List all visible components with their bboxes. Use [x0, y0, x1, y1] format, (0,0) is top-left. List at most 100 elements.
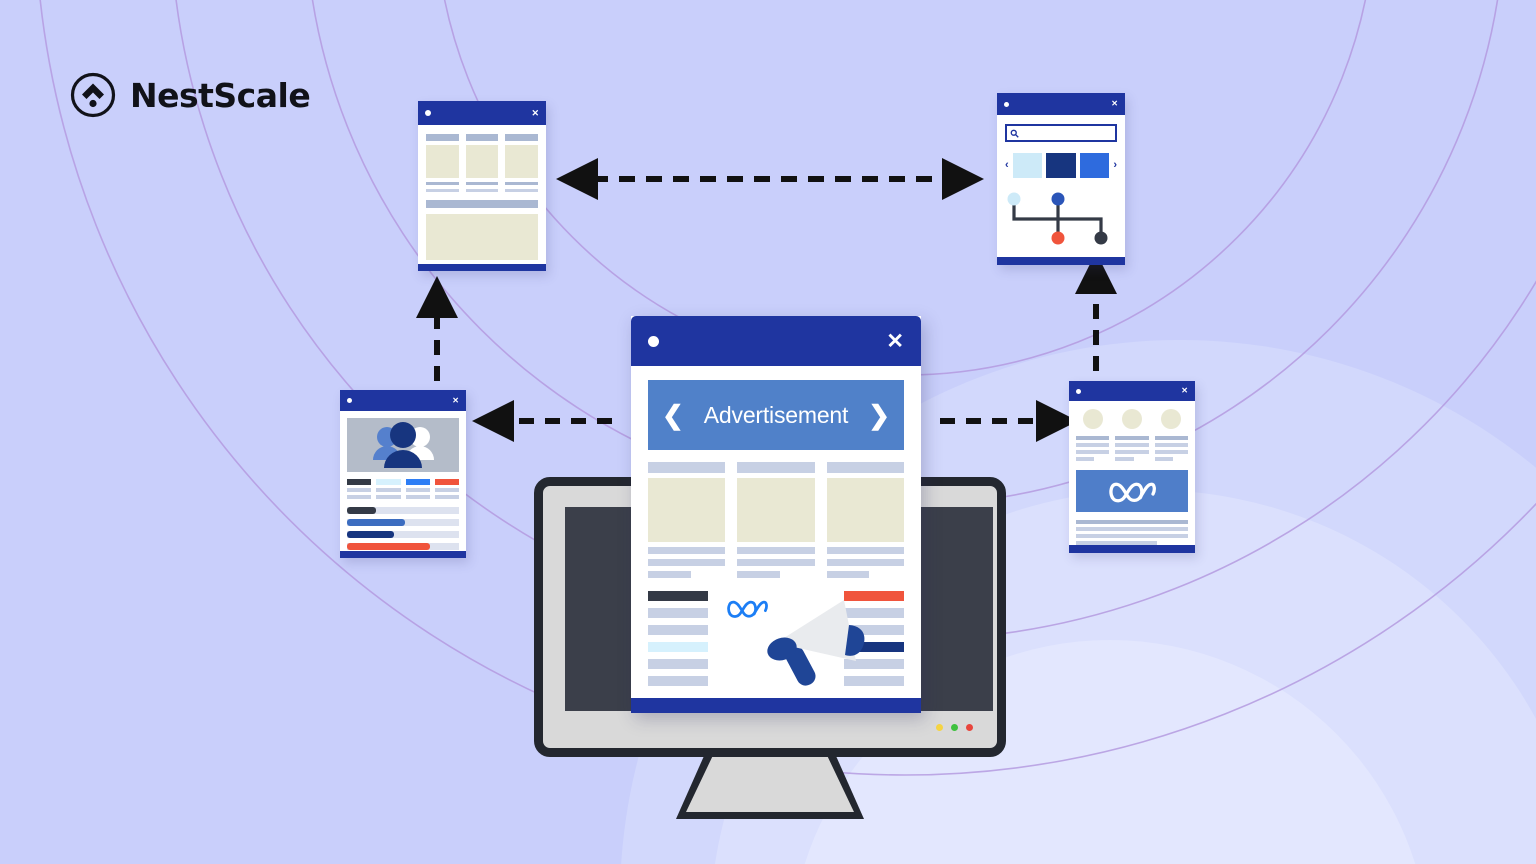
- meta-ad-card[interactable]: ✕: [1069, 381, 1195, 553]
- advertisement-preview-window[interactable]: ✕ ❮ Advertisement ❯: [631, 316, 921, 713]
- card-titlebar: ✕: [997, 93, 1125, 115]
- lower-content-area: [648, 591, 904, 686]
- carousel-tile[interactable]: [1012, 153, 1043, 178]
- skeleton-row: [844, 591, 904, 601]
- nestscale-circle-chevron-icon: [70, 72, 116, 118]
- card-body: ‹ ›: [997, 115, 1125, 257]
- article-grid-card[interactable]: ✕: [418, 101, 546, 271]
- progress-bar-track: [347, 531, 459, 538]
- metric-sub: [347, 495, 372, 499]
- skeleton-hero-image: [426, 214, 538, 260]
- skeleton-line: [505, 182, 539, 185]
- skeleton-line: [737, 547, 815, 554]
- advertisement-banner: ❮ Advertisement ❯: [648, 380, 904, 450]
- meta-infinity-logo-icon: [1109, 482, 1156, 503]
- close-icon[interactable]: ✕: [1181, 386, 1188, 395]
- search-and-flowchart-card[interactable]: ✕ ‹ ›: [997, 93, 1125, 265]
- skeleton-row: [844, 676, 904, 686]
- main-window-footer: [631, 698, 921, 713]
- avatar-column: [1076, 409, 1110, 461]
- metric-chip: [405, 479, 430, 485]
- skeleton-line: [648, 559, 726, 566]
- card-footer: [997, 257, 1125, 265]
- people-group-icon: [347, 418, 459, 472]
- monitor-stand: [686, 752, 854, 812]
- carousel-next-button[interactable]: ›: [1113, 159, 1117, 171]
- progress-bar-list: [347, 507, 459, 550]
- avatar-placeholder: [1082, 409, 1103, 429]
- audience-analytics-card[interactable]: ✕: [340, 390, 466, 558]
- skeleton-row: [844, 659, 904, 669]
- ad-prev-button[interactable]: ❮: [662, 400, 684, 430]
- carousel: ‹ ›: [1005, 153, 1117, 178]
- metric-sub: [434, 488, 459, 492]
- card-titlebar: ✕: [1069, 381, 1195, 401]
- skeleton-line-short: [737, 571, 780, 578]
- skeleton-heading: [465, 134, 499, 141]
- skeleton-heading: [826, 462, 904, 473]
- window-dot-icon: [347, 398, 352, 403]
- skeleton-row: [648, 591, 708, 601]
- metric-sub: [376, 495, 401, 499]
- metric-sub: [405, 495, 430, 499]
- skeleton-line: [1076, 443, 1110, 447]
- flowchart-node: [1094, 231, 1108, 245]
- close-icon[interactable]: ✕: [531, 107, 539, 118]
- carousel-tile[interactable]: [1079, 153, 1110, 178]
- card-body: [340, 411, 466, 551]
- content-column: [648, 462, 726, 578]
- progress-bar-fill: [347, 507, 377, 514]
- carousel-prev-button[interactable]: ‹: [1005, 159, 1009, 171]
- brand-name: NestScale: [130, 75, 311, 115]
- skeleton-line: [1076, 520, 1188, 524]
- close-icon[interactable]: ✕: [886, 329, 904, 353]
- skeleton-line: [1076, 541, 1157, 545]
- carousel-tile[interactable]: [1046, 153, 1076, 178]
- card-body: [418, 125, 546, 264]
- meta-infinity-logo-icon: [726, 595, 768, 626]
- skeleton-row: [648, 642, 708, 652]
- skeleton-line: [1115, 436, 1149, 440]
- metric-chip-item: [376, 479, 401, 499]
- avatar-column-grid: [1076, 409, 1188, 461]
- skeleton-wide-bar: [426, 200, 538, 208]
- skeleton-line: [1115, 443, 1149, 447]
- ad-next-button[interactable]: ❯: [868, 400, 890, 430]
- metric-chip-item: [434, 479, 459, 499]
- window-dot-icon: [1076, 388, 1081, 394]
- metric-chip: [434, 479, 459, 485]
- metric-sub: [347, 488, 372, 492]
- close-icon[interactable]: ✕: [1111, 99, 1118, 108]
- progress-bar-fill: [347, 519, 406, 526]
- flowchart-node: [1051, 231, 1065, 245]
- skeleton-image: [426, 145, 459, 178]
- led-green-icon: [951, 724, 958, 731]
- skeleton-line: [426, 189, 459, 192]
- metric-sub: [405, 488, 430, 492]
- main-window-titlebar: ✕: [631, 316, 921, 366]
- skeleton-row: [648, 676, 708, 686]
- card-footer-lines: [1076, 520, 1188, 545]
- search-input[interactable]: [1005, 124, 1117, 142]
- metric-chip-item: [405, 479, 430, 499]
- avatar-placeholder: [1161, 409, 1182, 429]
- card-column: [505, 134, 539, 192]
- skeleton-line: [1076, 436, 1110, 440]
- skeleton-heading: [505, 134, 539, 141]
- skeleton-line: [1154, 436, 1188, 440]
- skeleton-row: [648, 625, 708, 635]
- avatar-column: [1154, 409, 1188, 461]
- skeleton-line: [1076, 457, 1095, 461]
- metric-sub: [434, 495, 459, 499]
- brand-logo: NestScale: [70, 72, 311, 118]
- avatar-placeholder: [1121, 409, 1142, 429]
- close-icon[interactable]: ✕: [452, 395, 459, 405]
- skeleton-line-short: [826, 571, 870, 578]
- content-column: [826, 462, 904, 578]
- skeleton-row: [844, 625, 904, 635]
- flowchart-node: [1007, 192, 1021, 206]
- skeleton-line: [1076, 534, 1188, 538]
- skeleton-line: [648, 547, 726, 554]
- progress-bar-track: [347, 507, 459, 514]
